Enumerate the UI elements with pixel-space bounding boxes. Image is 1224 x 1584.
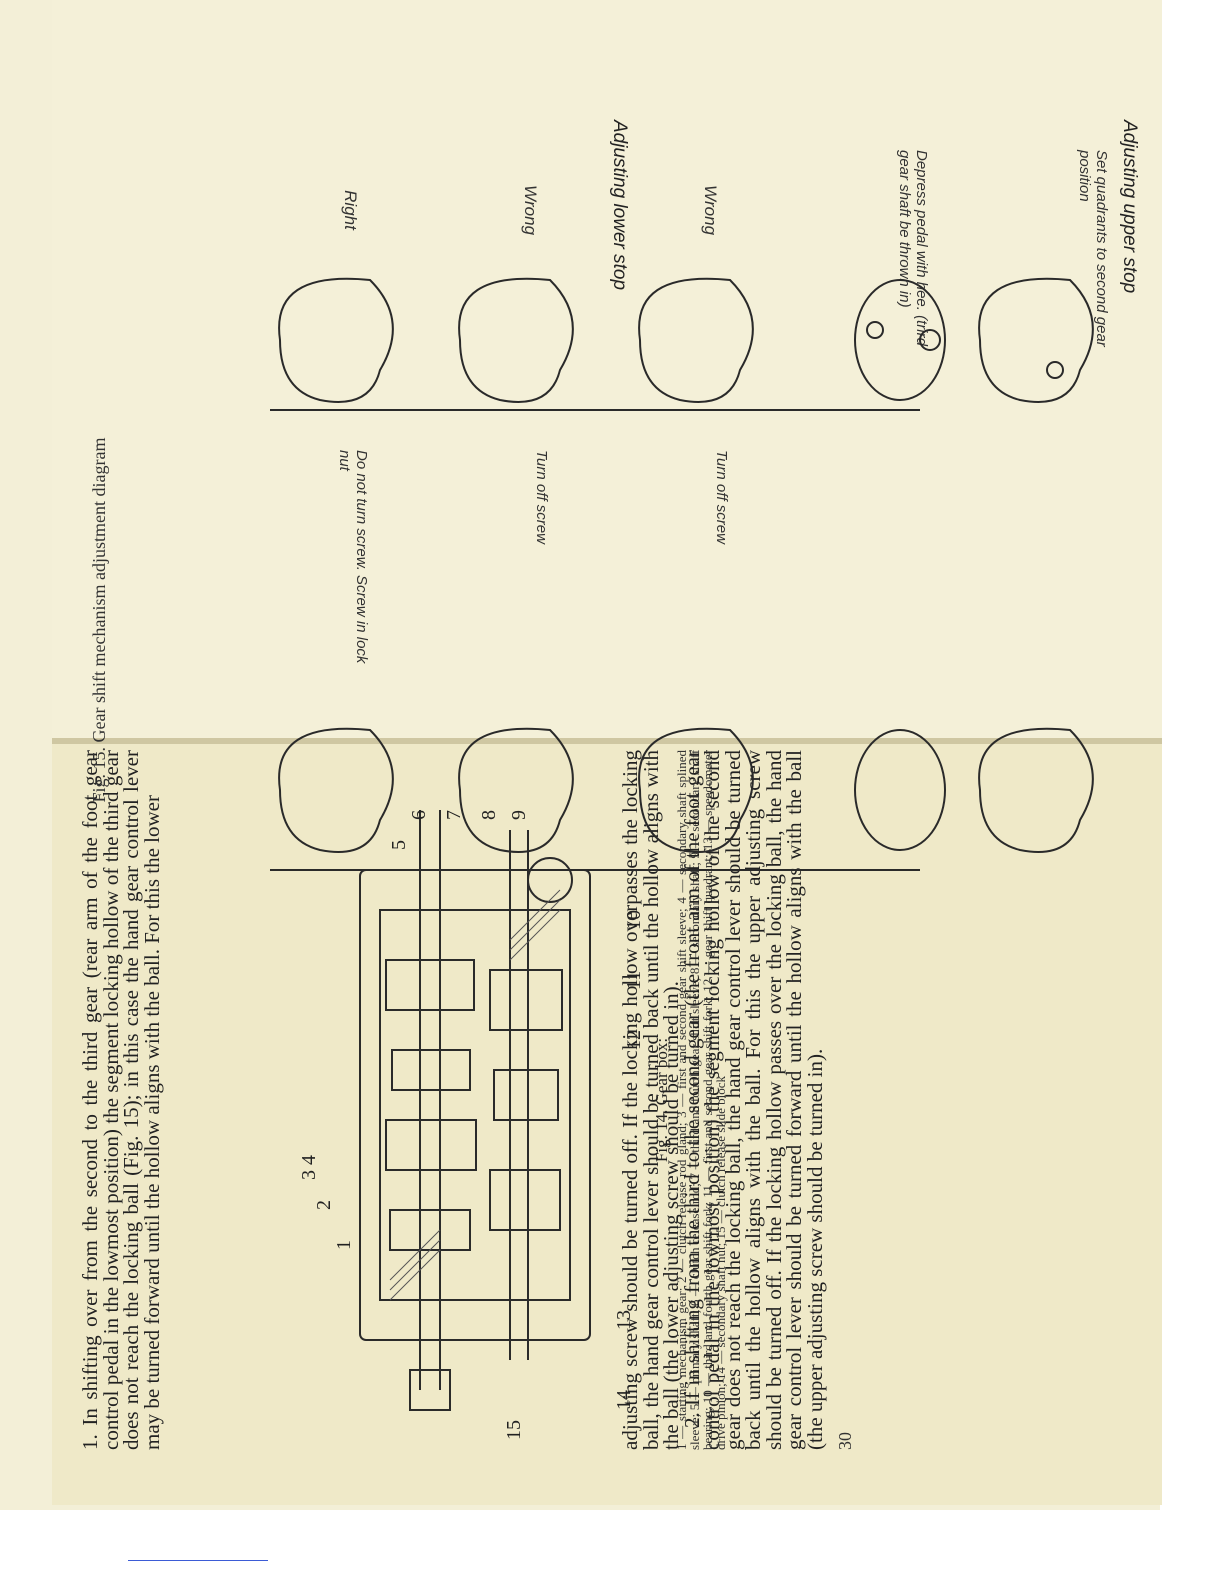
callout-11: 11 <box>623 971 645 990</box>
callout-8: 8 <box>478 810 500 820</box>
callout-2: 2 <box>313 1200 335 1210</box>
figure-14-gearbox: 1 2 3 4 5 6 7 8 9 10 11 12 13 14 15 Fig.… <box>210 750 770 1450</box>
callout-10: 10 <box>623 910 645 930</box>
callout-3-4: 3 4 <box>298 1155 320 1180</box>
callout-13: 13 <box>613 1310 635 1330</box>
callout-1: 1 <box>333 1240 355 1250</box>
callout-12: 12 <box>623 1030 645 1050</box>
fig15-shapes <box>270 277 1094 871</box>
figure-15-adjustment-diagram: Adjusting upper stop Set quadrants to se… <box>70 90 1150 1150</box>
right-page <box>52 0 1162 742</box>
gearbox-drawing: 1 2 3 4 5 6 7 8 9 10 11 12 13 14 15 <box>298 810 645 1440</box>
left-page-content: 1. In shifting over from the second to t… <box>78 750 860 1450</box>
callout-6: 6 <box>408 810 430 820</box>
book-spine <box>52 738 1162 744</box>
left-page <box>52 740 1162 1505</box>
page-number: 30 <box>835 1432 855 1450</box>
footer-link-underline <box>128 1560 268 1561</box>
callout-7: 7 <box>443 810 465 820</box>
callout-5: 5 <box>388 840 410 850</box>
callout-14: 14 <box>613 1390 635 1410</box>
callout-15: 15 <box>503 1420 525 1440</box>
figure-15-title: Fig. 15. Gear shift mechanism adjustment… <box>89 437 109 803</box>
callout-9: 9 <box>508 810 530 820</box>
